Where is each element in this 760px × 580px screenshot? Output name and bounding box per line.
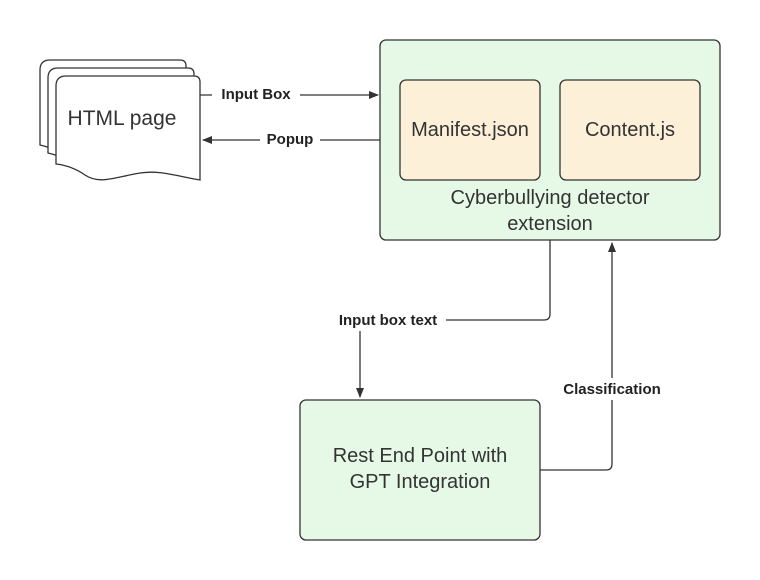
endpoint-label-line2: GPT Integration [350, 471, 491, 493]
edge-input-box-text: Input box text [328, 240, 551, 398]
extension-node: Manifest.json Content.js Cyberbullying d… [379, 39, 721, 241]
input-box-text-arrow [356, 240, 551, 398]
edge-classification: Classification [540, 242, 671, 471]
endpoint-label-line1: Rest End Point with [333, 445, 508, 467]
manifest-box [399, 79, 541, 181]
html-page-node: HTML page [39, 59, 201, 181]
edge-popup: Popup [202, 129, 380, 149]
endpoint-node: Rest End Point with GPT Integration [299, 399, 541, 541]
extension-label-line1: Cyberbullying detector [451, 187, 650, 209]
input-box-label: Input Box [221, 86, 291, 103]
classification-label: Classification [563, 381, 661, 398]
html-page-label: HTML page [68, 107, 177, 130]
classification-arrow [540, 242, 616, 471]
content-js-box [559, 79, 701, 181]
extension-label-line2: extension [507, 213, 593, 235]
edge-input-box: Input Box [200, 84, 379, 104]
document-front [55, 75, 201, 181]
content-js-label: Content.js [585, 119, 675, 141]
endpoint-box [299, 399, 541, 541]
input-box-text-label: Input box text [339, 312, 437, 329]
popup-label: Popup [267, 131, 314, 148]
manifest-label: Manifest.json [411, 119, 529, 141]
